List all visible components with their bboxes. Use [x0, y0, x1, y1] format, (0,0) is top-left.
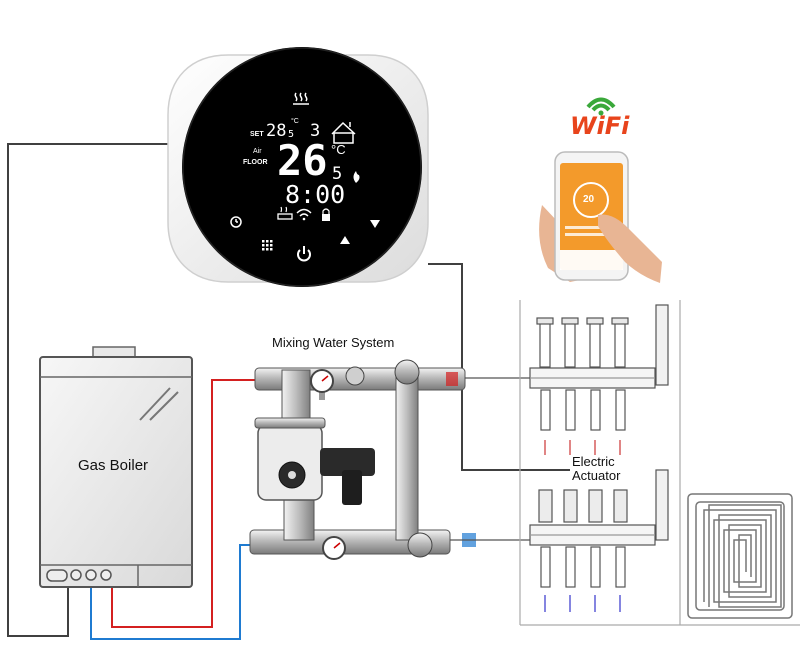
- electric-actuators: [538, 489, 628, 523]
- thermostat: [167, 47, 429, 287]
- thermostat-display: [182, 47, 422, 287]
- mixing-water-system: [249, 359, 476, 560]
- thermostat-air-label: Air: [253, 148, 262, 155]
- thermostat-set-label: SET: [250, 131, 264, 138]
- phone-screen-temp: 20: [583, 194, 595, 205]
- flame-icon: [353, 171, 360, 183]
- floor-heating-coil: [687, 493, 793, 619]
- thermostat-clock: 8:00: [285, 180, 346, 209]
- actuator-control-wire: [428, 263, 578, 471]
- heating-icon: [293, 92, 309, 105]
- manifold: [450, 300, 800, 626]
- wifi-arc-icon: [586, 97, 616, 109]
- power-button[interactable]: [297, 246, 311, 262]
- wifi-logo-text: WiFi: [570, 112, 630, 140]
- boiler-control-wire: [7, 143, 181, 637]
- smartphone: [539, 151, 662, 283]
- boiler-knob: [100, 569, 112, 581]
- thermostat-program-number: 3: [310, 121, 321, 141]
- thermostat-room-decimal: 5: [332, 164, 343, 184]
- gas-boiler-label: Gas Boiler: [78, 457, 149, 474]
- up-arrow-button[interactable]: [340, 236, 350, 244]
- pressure-gauge: [310, 369, 334, 400]
- cold-pipe: [90, 544, 255, 640]
- home-mode-icon: [331, 121, 356, 144]
- finger-icon: [598, 214, 662, 283]
- floor-heat-icon: [280, 206, 288, 213]
- boiler-knob: [70, 569, 82, 581]
- hot-pipe: [111, 379, 260, 628]
- gas-boiler: [39, 346, 193, 588]
- down-arrow-button[interactable]: [370, 220, 380, 228]
- clock-button[interactable]: [230, 216, 242, 228]
- thermostat-room-temp: 26: [277, 136, 328, 185]
- wifi-logo: [586, 97, 616, 116]
- menu-grid-button[interactable]: [262, 240, 273, 251]
- boiler-pipes: [90, 379, 260, 640]
- floor-heat-icon: [277, 213, 293, 220]
- status-icons: [277, 206, 330, 221]
- thermostat-set-temp: 28: [266, 121, 287, 141]
- electric-actuator-line1: Electric: [572, 454, 615, 469]
- electric-actuator-label: Electric Actuator: [570, 454, 623, 483]
- circulation-pump: [254, 417, 375, 505]
- temperature-gauge: [322, 536, 346, 560]
- boiler-knob: [85, 569, 97, 581]
- lock-icon: [322, 214, 330, 221]
- electric-actuator-line2: Actuator: [572, 468, 621, 483]
- thermostat-set-decimal: 5: [288, 129, 295, 140]
- thermostat-set-unit: °C: [291, 118, 299, 125]
- return-outlets: [540, 546, 626, 612]
- thermostat-floor-label: FLOOR: [243, 159, 268, 166]
- thermostat-room-unit: °C: [331, 142, 346, 157]
- wifi-status-icon: [296, 208, 312, 217]
- flow-meters: [536, 317, 629, 368]
- supply-outlets: [540, 389, 626, 455]
- boiler-switch: [46, 569, 68, 582]
- mixing-system-label: Mixing Water System: [272, 335, 395, 350]
